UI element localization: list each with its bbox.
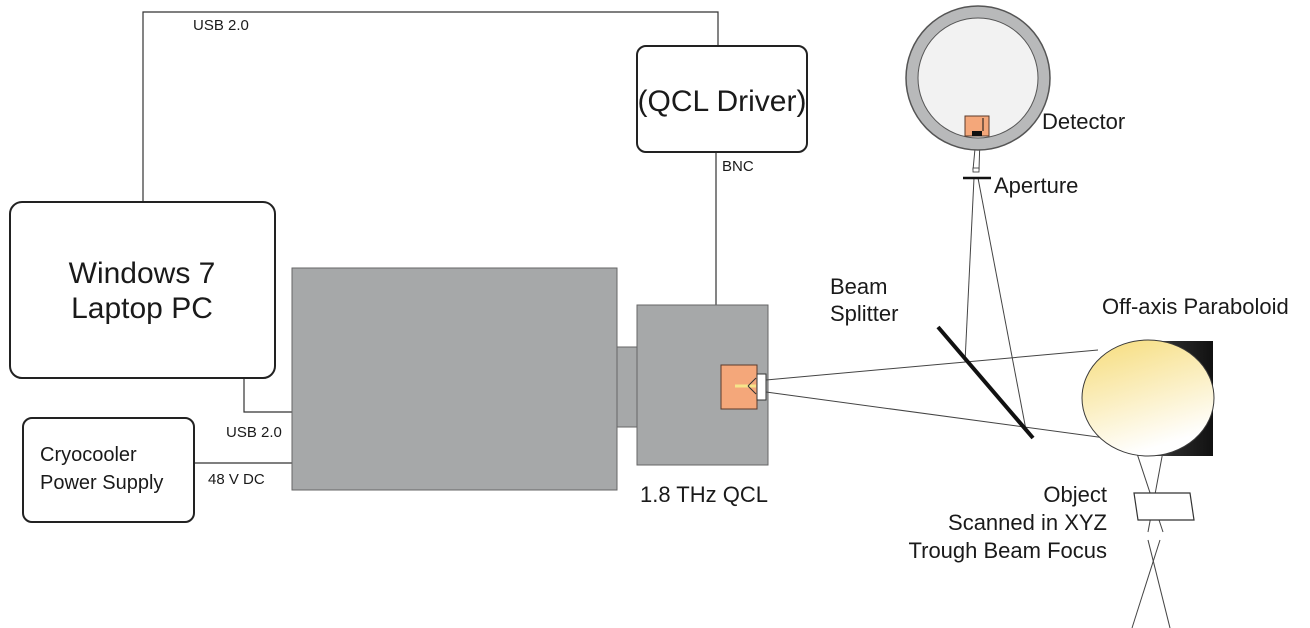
cryostat-neck bbox=[616, 346, 640, 428]
beam-focus-left bbox=[1131, 539, 1161, 628]
object-label-line3: Trough Beam Focus bbox=[909, 538, 1108, 563]
beam-splitter bbox=[936, 325, 1035, 440]
usb-cable-bottom bbox=[243, 378, 292, 413]
detector-label: Detector bbox=[1042, 109, 1125, 134]
laptop-label-line2: Laptop PC bbox=[71, 292, 213, 325]
qcl-lens bbox=[756, 373, 767, 401]
beam-to-aperture-left bbox=[964, 177, 975, 363]
laptop-label-line1: Windows 7 bbox=[69, 257, 216, 290]
cryocooler-label-line1: Cryocooler bbox=[40, 444, 137, 466]
beam-focus-right bbox=[1147, 539, 1171, 628]
laptop-box bbox=[9, 201, 276, 379]
qcl-emission-fan bbox=[747, 377, 757, 395]
paraboloid-mirror bbox=[1081, 339, 1215, 457]
aperture-label: Aperture bbox=[994, 173, 1078, 198]
beam-splitter-label-line2: Splitter bbox=[830, 301, 898, 326]
aperture-mount bbox=[972, 167, 980, 173]
qcl-label: 1.8 THz QCL bbox=[640, 482, 768, 507]
detector-element bbox=[972, 131, 982, 136]
beam-to-aperture-right bbox=[977, 177, 1027, 431]
usb-cable-top bbox=[142, 11, 719, 202]
detector-inner bbox=[917, 17, 1039, 139]
scanned-object bbox=[1133, 492, 1195, 521]
beam-splitter-label-line1: Beam bbox=[830, 274, 887, 299]
object-label-line2: Scanned in XYZ bbox=[948, 510, 1107, 535]
cryocooler-label-line2: Power Supply bbox=[40, 472, 163, 494]
bnc-label: BNC bbox=[722, 158, 754, 175]
dc-label: 48 V DC bbox=[208, 471, 265, 488]
cryocooler-power-supply-box bbox=[22, 417, 195, 523]
qcl-driver-label: (QCL Driver) bbox=[638, 85, 807, 118]
cryostat-body bbox=[291, 267, 618, 491]
beam-lower bbox=[765, 391, 1165, 447]
usb-bottom-label: USB 2.0 bbox=[226, 424, 282, 441]
object-label-line1: Object bbox=[1043, 482, 1107, 507]
paraboloid-label: Off-axis Paraboloid bbox=[1102, 294, 1289, 319]
usb-top-label: USB 2.0 bbox=[193, 17, 249, 34]
beam-upper bbox=[765, 349, 1099, 381]
qcl-driver-box bbox=[636, 45, 808, 153]
